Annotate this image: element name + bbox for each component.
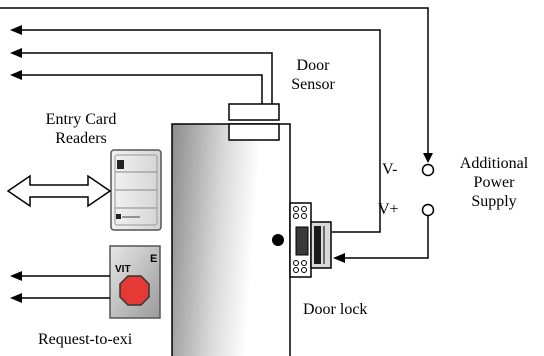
entry-card-readers-label: Entry Card Readers xyxy=(45,111,117,147)
door xyxy=(171,123,291,356)
door-sensor-top xyxy=(228,103,280,121)
wire-top-to-v-minus xyxy=(0,7,429,153)
arrow-left-3 xyxy=(10,70,22,80)
bidirectional-arrow-icon xyxy=(6,174,112,208)
wire-sensor-b xyxy=(20,74,263,104)
arrow-into-v-minus xyxy=(423,153,433,163)
door-knob xyxy=(272,234,284,246)
door-lock xyxy=(289,202,332,278)
rex-stop-icon xyxy=(119,275,150,306)
door-sensor-bottom xyxy=(228,123,280,141)
arrow-left-1 xyxy=(10,25,22,35)
additional-power-supply-label: Additional Power Supply xyxy=(459,155,529,210)
wire-lock-output xyxy=(20,29,381,233)
rex-brand: VIT xyxy=(115,264,131,275)
request-to-exit-label: Request-to-exi xyxy=(38,331,133,348)
request-to-exit-button xyxy=(109,245,161,319)
v-plus-label: V+ xyxy=(378,201,399,218)
door-lock-label: Door lock xyxy=(303,301,368,318)
terminal-v-minus xyxy=(421,163,435,177)
arrow-left-rex-1 xyxy=(10,271,22,281)
terminal-v-plus xyxy=(421,203,435,217)
entry-card-reader xyxy=(110,149,162,231)
wire-sensor-a xyxy=(20,52,273,104)
arrow-left-2 xyxy=(10,48,22,58)
v-minus-label: V- xyxy=(382,161,398,178)
door-sensor-label: Door Sensor xyxy=(291,57,335,93)
arrow-into-lock xyxy=(333,253,345,263)
wire-v-plus-to-lock xyxy=(344,216,429,259)
rex-corner-letter: E xyxy=(150,253,157,265)
arrow-left-rex-2 xyxy=(10,293,22,303)
